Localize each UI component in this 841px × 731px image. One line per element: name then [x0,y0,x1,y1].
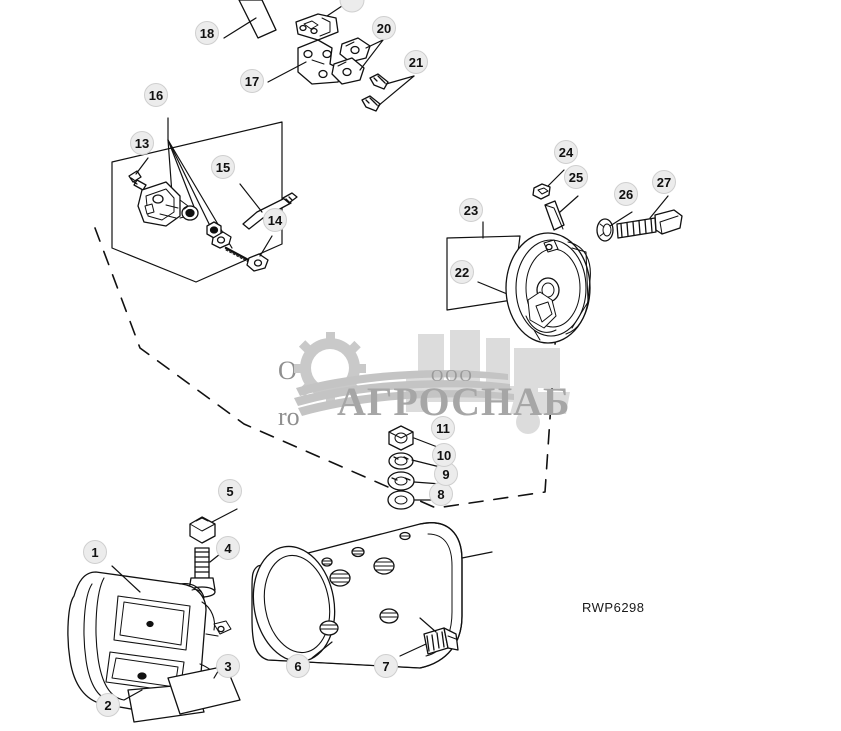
callout-number: 11 [436,420,450,436]
part-8-flat-washer [387,490,415,510]
callout-number: 14 [267,212,283,228]
part-20-block-a [339,37,371,63]
callout-bushing[interactable]: 25 [564,165,588,189]
part-7-screw [423,627,459,655]
part-25-bushing [544,200,565,231]
leader-2 [123,689,143,701]
drawing-number: RWP6298 [582,600,645,615]
callout-number: 25 [568,169,584,185]
callout-brush-terminal-screw[interactable]: 21 [404,50,428,74]
callout-number: 20 [376,20,392,36]
callout-number: 3 [224,658,232,674]
callout-number: 7 [382,658,390,674]
callout-flat-washer[interactable]: 8 [429,482,453,506]
callout-number: 13 [134,135,150,151]
callout-brush-spring[interactable]: 18 [195,21,219,45]
callout-brush-holder-screw[interactable]: 13 [130,131,154,155]
leader-24 [547,169,565,187]
brush-block-upper [295,13,339,41]
frame-holes [319,531,411,636]
callout-motor-frame-housing[interactable]: 6 [286,654,310,678]
bracket-outline-16 [111,121,283,283]
part-24-oiler [532,183,551,200]
callout-terminal-nut[interactable]: 5 [218,479,242,503]
leader-27 [649,195,669,219]
callout-hex-nut[interactable]: 11 [431,416,455,440]
callout-number: 10 [436,447,452,463]
leader-lines-16 [167,117,233,249]
callout-frame-screw[interactable]: 7 [374,654,398,678]
leader-frame-right [461,551,493,559]
leader-20 [359,39,384,71]
part-20-block-b [331,57,365,85]
callout-number: 2 [104,697,112,713]
callout-brush-holder-assembly[interactable]: 16 [144,83,168,107]
callout-number: 22 [454,264,470,280]
leader-5 [211,508,238,523]
callout-through-bolt[interactable]: 27 [652,170,676,194]
part-27-bolt [616,209,683,239]
leader-15 [239,183,263,213]
callout-bolt-lock-washer[interactable]: 26 [614,182,638,206]
part-3-insulator-strip [167,665,241,715]
callout-oiler-cap[interactable]: 24 [554,140,578,164]
callout-number: 9 [442,466,450,482]
commutator-end-frame [505,232,591,344]
callout-number: 18 [199,25,215,41]
callout-brush-arm[interactable]: 17 [240,69,264,93]
callout-number: 27 [656,174,672,190]
part-13-screw [128,170,147,191]
small-washer-16 [181,205,199,221]
leader-1 [111,565,141,593]
leader-6 [311,641,333,659]
callout-number: 17 [244,73,260,89]
part-21-screw-a [369,73,389,90]
leader-21 [377,75,415,107]
callout-pivot-bolt[interactable]: 15 [211,155,235,179]
leader-25 [559,195,579,213]
callout-insulating-washer[interactable]: 10 [432,443,456,467]
small-nut-16 [206,221,222,239]
part-18-blade [238,0,277,39]
callout-brush-block[interactable]: 20 [372,16,396,40]
part-14-strap [211,231,269,272]
callout-end-cap-bracket[interactable]: 22 [450,260,474,284]
callout-number: 16 [148,87,164,103]
callout-ground-strap[interactable]: 14 [263,208,287,232]
callout-terminal-stud[interactable]: 4 [216,536,240,560]
leader-frame-bottom [419,617,437,633]
callout-number: 24 [558,144,574,160]
callout-number: 21 [408,54,424,70]
callout-insulator-strip[interactable]: 3 [216,654,240,678]
part-21-screw-b [361,95,381,112]
callout-number: 8 [437,486,445,502]
part-11-hex-nut [388,425,414,451]
callout-number: 6 [294,658,302,674]
callout-bubble-cut [339,0,365,13]
callout-field-coil-assembly[interactable]: 1 [83,540,107,564]
callout-insulator-plate[interactable]: 2 [96,693,120,717]
callout-number: 26 [618,186,634,202]
part-6-motor-frame [251,522,463,669]
callout-number: 23 [463,202,479,218]
assembly-group-boundary [94,227,557,509]
leader-26 [609,211,633,227]
part-10-washer [388,452,414,470]
part-9-lock-washer [387,471,415,491]
part-5-nut [189,516,216,544]
callout-commutator-end-frame[interactable]: 23 [459,198,483,222]
leader-17 [267,61,307,83]
part-26-lock-washer [596,218,614,242]
callout-number: 1 [91,544,99,560]
leader-7 [399,643,427,657]
leader-13 [135,157,149,175]
callout-number: 4 [224,540,232,556]
leader-14 [259,235,273,257]
leader-18 [223,17,257,39]
callout-number: 15 [215,159,231,175]
callout-number: 5 [226,483,234,499]
brush-holder-body [137,181,189,227]
